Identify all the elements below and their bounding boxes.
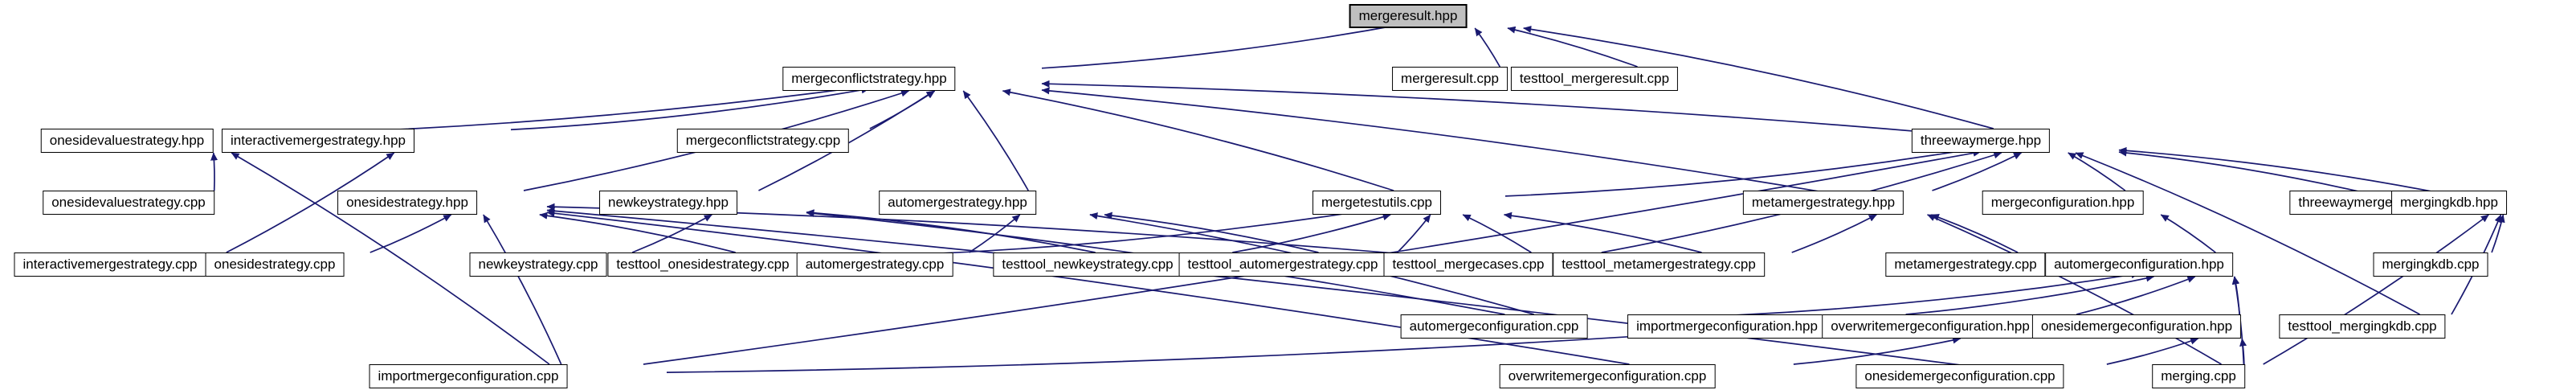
graph-node-automergestrategy.cpp[interactable]: automergestrategy.cpp bbox=[796, 252, 953, 277]
include-edge-onesidestrategy.cpp--onesidestrategy.hpp bbox=[369, 214, 452, 253]
graph-node-threewaymerge.hpp[interactable]: threewaymerge.hpp bbox=[1911, 129, 2051, 153]
graph-node-mergeconflictstrategy.cpp[interactable]: mergeconflictstrategy.cpp bbox=[676, 129, 850, 153]
include-edge-testtool_metamergestrategy.cpp--mergetestutils.cpp bbox=[1504, 211, 1702, 253]
graph-node-mergingkdb.cpp[interactable]: mergingkdb.cpp bbox=[2373, 252, 2488, 277]
include-edge-overwritemergeconfiguration.cpp--overwritemergeconfiguration.hpp bbox=[1793, 336, 1962, 365]
include-edge-automergeconfiguration.hpp--mergeconfiguration.hpp bbox=[2160, 214, 2216, 253]
include-edge-mergetestutils.cpp--threewaymerge.hpp bbox=[1504, 145, 1982, 197]
include-edge-importmergeconfiguration.cpp--onesidestrategy.hpp bbox=[483, 214, 562, 365]
graph-node-automergeconfiguration.hpp[interactable]: automergeconfiguration.hpp bbox=[2045, 252, 2233, 277]
include-edge-newkeystrategy.cpp--newkeystrategy.hpp bbox=[631, 214, 712, 253]
graph-node-mergeconfiguration.hpp[interactable]: mergeconfiguration.hpp bbox=[1982, 191, 2144, 215]
graph-node-interactivemergestrategy.cpp[interactable]: interactivemergestrategy.cpp bbox=[14, 252, 206, 277]
graph-node-mergeconflictstrategy.hpp[interactable]: mergeconflictstrategy.hpp bbox=[782, 67, 956, 91]
graph-node-interactivemergestrategy.hpp[interactable]: interactivemergestrategy.hpp bbox=[222, 129, 414, 153]
include-edge-merging.cpp--onesidemergeconfiguration.hpp bbox=[2239, 338, 2247, 365]
include-edge-automergeconfiguration.cpp--automergeconfiguration.hpp bbox=[1680, 271, 2140, 318]
graph-node-testtool_mergecases.cpp[interactable]: testtool_mergecases.cpp bbox=[1383, 252, 1553, 277]
include-edge-testtool_automergestrategy.cpp--mergetestutils.cpp bbox=[1397, 214, 1431, 253]
include-edge-testtool_newkeystrategy.cpp--newkeystrategy.hpp bbox=[806, 209, 1096, 253]
include-edge-testtool_mergeresult.cpp--mergeresult.hpp bbox=[1507, 26, 1638, 68]
graph-node-onesidevaluestrategy.cpp[interactable]: onesidevaluestrategy.cpp bbox=[43, 191, 214, 215]
graph-node-importmergeconfiguration.hpp[interactable]: importmergeconfiguration.hpp bbox=[1627, 314, 1827, 339]
include-edge-merging.cpp--mergingkdb.hpp bbox=[2263, 214, 2489, 365]
graph-node-newkeystrategy.hpp[interactable]: newkeystrategy.hpp bbox=[599, 191, 737, 215]
include-edge-testtool_newkeystrategy.cpp--mergetestutils.cpp bbox=[1232, 213, 1391, 253]
include-edge-onesidemergeconfiguration.cpp--onesidestrategy.hpp bbox=[546, 207, 1961, 366]
include-edge-threewaymerge.hpp--mergeresult.hpp bbox=[1523, 25, 1994, 129]
include-edge-mergeresult.cpp--mergeresult.hpp bbox=[1474, 27, 1501, 68]
graph-node-testtool_mergingkdb.cpp[interactable]: testtool_mergingkdb.cpp bbox=[2279, 314, 2446, 339]
include-edge-testtool_metamergestrategy.cpp--metamergestrategy.hpp bbox=[1791, 214, 1877, 253]
graph-node-automergeconfiguration.cpp[interactable]: automergeconfiguration.cpp bbox=[1400, 314, 1588, 339]
include-edge-testtool_mergecases.cpp--mergetestutils.cpp bbox=[1462, 214, 1532, 253]
include-edge-importmergeconfiguration.cpp--onesidevaluestrategy.hpp bbox=[231, 152, 550, 365]
graph-node-overwritemergeconfiguration.hpp[interactable]: overwritemergeconfiguration.hpp bbox=[1822, 314, 2039, 339]
include-edge-mergingkdb.hpp--threewaymerge.hpp bbox=[2118, 146, 2450, 196]
graph-node-onesidestrategy.hpp[interactable]: onesidestrategy.hpp bbox=[337, 191, 477, 215]
graph-node-onesidemergeconfiguration.cpp[interactable]: onesidemergeconfiguration.cpp bbox=[1855, 364, 2064, 388]
include-edge-metamergestrategy.hpp--threewaymerge.hpp bbox=[1932, 152, 2022, 191]
graph-node-testtool_onesidestrategy.cpp[interactable]: testtool_onesidestrategy.cpp bbox=[607, 252, 798, 277]
include-edge-overwritemergeconfiguration.hpp--automergeconfiguration.hpp bbox=[2076, 276, 2196, 315]
graph-node-mergingkdb.hpp[interactable]: mergingkdb.hpp bbox=[2391, 191, 2507, 215]
include-edge-testtool_onesidestrategy.cpp--mergetestutils.cpp bbox=[892, 206, 1378, 257]
include-edge-threewaymerge.hpp--mergeconflictstrategy.hpp bbox=[1041, 80, 1982, 138]
graph-node-mergetestutils.cpp[interactable]: mergetestutils.cpp bbox=[1312, 191, 1441, 215]
graph-node-onesidevaluestrategy.hpp[interactable]: onesidevaluestrategy.hpp bbox=[40, 129, 214, 153]
graph-node-testtool_newkeystrategy.cpp[interactable]: testtool_newkeystrategy.cpp bbox=[993, 252, 1182, 277]
graph-node-mergeresult.hpp[interactable]: mergeresult.hpp bbox=[1349, 4, 1468, 28]
include-edge-automergestrategy.cpp--automergestrategy.hpp bbox=[969, 214, 1021, 253]
graph-node-metamergestrategy.cpp[interactable]: metamergestrategy.cpp bbox=[1885, 252, 2046, 277]
include-edge-overwritemergeconfiguration.cpp--onesidestrategy.hpp bbox=[546, 209, 1630, 365]
include-edge-interactivemergestrategy.hpp--mergeconflictstrategy.hpp bbox=[510, 86, 870, 131]
include-edge-threewaymerge.cpp--threewaymerge.hpp bbox=[2118, 149, 2359, 192]
graph-node-testtool_mergeresult.cpp[interactable]: testtool_mergeresult.cpp bbox=[1510, 67, 1679, 91]
include-edge-metamergestrategy.hpp--mergeconflictstrategy.hpp bbox=[1041, 87, 1824, 193]
graph-node-automergestrategy.hpp[interactable]: automergestrategy.hpp bbox=[879, 191, 1036, 215]
graph-node-onesidestrategy.cpp[interactable]: onesidestrategy.cpp bbox=[205, 252, 345, 277]
include-edge-testtool_automergestrategy.cpp--automergestrategy.hpp bbox=[1104, 211, 1319, 253]
include-edge-onesidemergeconfiguration.cpp--onesidemergeconfiguration.hpp bbox=[2106, 337, 2199, 365]
include-edge-merging.cpp--metamergestrategy.hpp bbox=[1927, 214, 2222, 365]
include-edge-testtool_onesidestrategy.cpp--onesidestrategy.hpp bbox=[539, 211, 736, 253]
graph-node-metamergestrategy.hpp[interactable]: metamergestrategy.hpp bbox=[1742, 191, 1904, 215]
graph-node-newkeystrategy.cpp[interactable]: newkeystrategy.cpp bbox=[469, 252, 607, 277]
include-edge-onesidevaluestrategy.hpp--mergeconflictstrategy.hpp bbox=[299, 83, 870, 134]
graph-node-overwritemergeconfiguration.cpp[interactable]: overwritemergeconfiguration.cpp bbox=[1499, 364, 1716, 388]
include-edge-automergestrategy.hpp--mergeconflictstrategy.hpp bbox=[962, 90, 1029, 191]
graph-node-onesidemergeconfiguration.hpp[interactable]: onesidemergeconfiguration.hpp bbox=[2031, 314, 2242, 339]
graph-node-testtool_metamergestrategy.cpp[interactable]: testtool_metamergestrategy.cpp bbox=[1553, 252, 1765, 277]
include-edge-interactivemergestrategy.cpp--interactivemergestrategy.hpp bbox=[226, 152, 395, 253]
include-edge-metamergestrategy.cpp--metamergestrategy.hpp bbox=[1930, 214, 2019, 253]
include-edge-mergetestutils.cpp--mergeconflictstrategy.hpp bbox=[1002, 88, 1394, 191]
include-edge-importmergeconfiguration.hpp--automergeconfiguration.hpp bbox=[1905, 274, 2154, 315]
graph-node-testtool_automergestrategy.cpp[interactable]: testtool_automergestrategy.cpp bbox=[1178, 252, 1387, 277]
include-edge-mergingkdb.cpp--mergingkdb.hpp bbox=[2491, 214, 2505, 253]
graph-node-importmergeconfiguration.cpp[interactable]: importmergeconfiguration.cpp bbox=[369, 364, 568, 388]
include-edge-testtool_mergingkdb.cpp--threewaymerge.hpp bbox=[2075, 152, 2420, 315]
include-edge-importmergeconfiguration.cpp--importmergeconfiguration.hpp bbox=[666, 327, 1728, 373]
graph-node-mergeresult.cpp[interactable]: mergeresult.cpp bbox=[1392, 67, 1508, 91]
include-edge-mergeconflictstrategy.hpp--mergeresult.hpp bbox=[1041, 21, 1409, 69]
include-edge-mergeconfiguration.hpp--threewaymerge.hpp bbox=[2068, 152, 2126, 191]
graph-node-merging.cpp[interactable]: merging.cpp bbox=[2152, 364, 2245, 388]
